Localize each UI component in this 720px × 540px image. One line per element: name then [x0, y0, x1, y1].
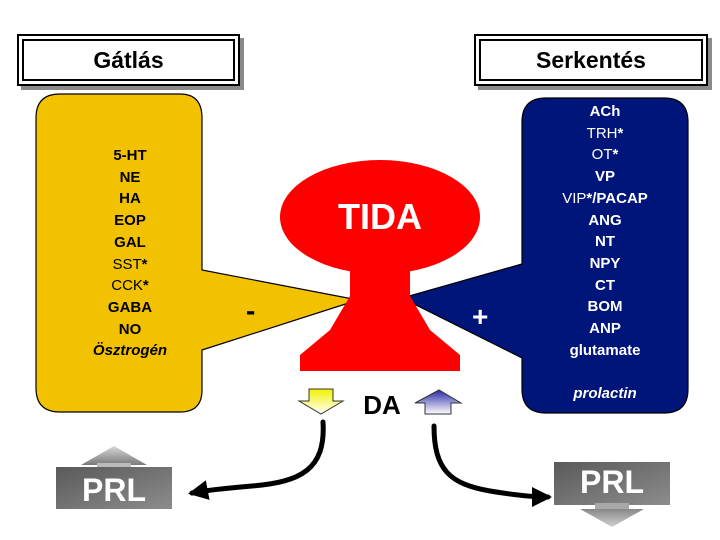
stimulation-item-mark: */PACAP — [586, 189, 648, 207]
prl-right-box — [554, 462, 670, 505]
stimulation-item: glutamate — [569, 341, 641, 359]
prl-increase-arrow-icon — [81, 446, 147, 465]
stimulation-title-box: Serkentés — [474, 34, 708, 86]
inhibition-item: 5-HT — [113, 147, 147, 164]
stimulation-callout — [400, 97, 689, 414]
inhibition-item: CCK* — [55, 275, 205, 297]
left-curved-arrow — [188, 419, 326, 500]
stimulation-item: VIP*/PACAP — [530, 188, 680, 210]
inhibition-item-name: SST — [112, 255, 142, 273]
inhibition-item: GABA — [107, 298, 153, 316]
inhibition-item: SST* — [55, 254, 205, 276]
stimulation-item: NPY — [589, 254, 621, 272]
inhibition-item: NE — [119, 168, 141, 186]
stimulation-title: Serkentés — [536, 46, 646, 73]
inhibition-callout — [35, 93, 359, 413]
inhibition-title-box: Gátlás — [17, 34, 240, 86]
stimulation-item-mark: * — [617, 124, 624, 142]
inhibition-item-name: CCK — [111, 277, 143, 295]
inhibition-item: EOP — [114, 212, 146, 230]
stimulation-item-mark: * — [612, 146, 619, 164]
tida-neuron-body — [280, 160, 480, 274]
right-curved-arrow — [431, 423, 552, 507]
inhibition-sign: - — [246, 295, 256, 326]
stimulation-list: ACh TRH* OT* VP VIP*/PACAP ANG NT NPY CT… — [530, 101, 680, 405]
stimulation-item: ANP — [589, 320, 621, 338]
stimulation-item: CT — [595, 276, 615, 294]
stimulation-item-name: OT — [591, 146, 613, 164]
inhibition-item: Ösztrogén — [92, 342, 168, 360]
da-label: DA — [363, 390, 401, 420]
da-decrease-arrow-icon — [297, 388, 345, 415]
prl-left-label: PRL — [82, 472, 146, 508]
stimulation-item: ANG — [588, 211, 622, 229]
da-increase-arrow-icon — [414, 389, 463, 415]
stimulation-item: VP — [594, 168, 615, 186]
stimulation-item-name: VIP — [562, 189, 587, 207]
inhibition-item: HA — [119, 190, 141, 208]
tida-neuron-shape — [300, 262, 460, 371]
prl-decrease-arrow-icon — [580, 509, 644, 527]
prl-left-box — [56, 467, 172, 509]
stimulation-item: NT — [595, 233, 615, 251]
stimulation-item: ACh — [589, 103, 621, 120]
stimulation-item: BOM — [587, 298, 623, 316]
tida-label: TIDA — [338, 196, 422, 237]
inhibition-title: Gátlás — [93, 46, 164, 73]
stimulation-item: prolactin — [573, 385, 637, 403]
stimulation-item: TRH* — [530, 123, 680, 145]
stimulation-item: OT* — [530, 144, 680, 166]
inhibition-item: GAL — [114, 233, 146, 251]
prl-right-label: PRL — [580, 464, 644, 500]
stimulation-item-spacer — [530, 361, 680, 383]
inhibition-item-mark: * — [142, 277, 149, 295]
stimulation-item-name: TRH — [586, 124, 618, 142]
inhibition-item-mark: * — [141, 255, 148, 273]
stimulation-sign: + — [472, 301, 489, 332]
inhibition-list: 5-HT NE HA EOP GAL SST* CCK* GABA NO Ösz… — [55, 145, 205, 362]
inhibition-item: NO — [118, 320, 142, 338]
